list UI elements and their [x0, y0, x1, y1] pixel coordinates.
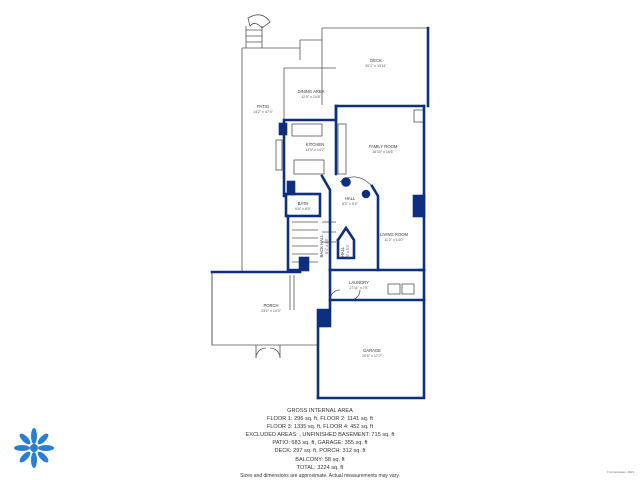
walls — [210, 26, 430, 400]
laundry-dims: 17'11" x 7'8" — [349, 286, 369, 290]
garage-label: GARAGE — [363, 348, 381, 353]
area-footnote: Sizes and dimensions are approximate. Ac… — [240, 472, 400, 479]
deck-label: DECK — [370, 58, 382, 63]
kitchen-dims: 14'0" x 14'2" — [305, 148, 325, 152]
area-line-balcony: BALCONY: 58 sq. ft — [295, 456, 345, 463]
thin-outlines — [211, 14, 429, 359]
back-hall-label: BACK HALL — [319, 234, 324, 258]
porch-label: PORCH — [263, 303, 278, 308]
area-title: GROSS INTERNAL AREA — [287, 408, 353, 414]
laundry-label: LAUNDRY — [349, 280, 369, 285]
living-room-label: LIVING ROOM — [380, 232, 408, 237]
room-labels: DECK 20'1" x 15'11" DINING AREA 12'9" x … — [253, 58, 408, 358]
garage-dims: 20'6" x 17'2" — [362, 354, 382, 358]
area-line-excluded: EXCLUDED AREAS: , UNFINISHED BASEMENT: 7… — [245, 432, 395, 439]
copyright-text: © Immoviewer, 2023 — [606, 470, 634, 474]
back-hall-dims: 8'4" x 3'5" — [325, 237, 329, 253]
area-line-floors-1-2: FLOOR 1: 296 sq. ft, FLOOR 2: 1141 sq. f… — [267, 416, 373, 423]
family-room-label: FAMILY ROOM — [369, 144, 398, 149]
bath-label: BATH — [298, 201, 309, 206]
area-line-deck-porch: DECK: 297 sq. ft, PORCH: 312 sq. ft — [274, 448, 366, 455]
hall-dims: 6'2" x 9'4" — [342, 202, 358, 206]
small-hall-label: HALL — [340, 246, 345, 257]
area-line-patio-garage: PATIO: 683 sq. ft, GARAGE: 355 sq. ft — [272, 440, 368, 447]
dining-label: DINING AREA — [298, 89, 325, 94]
bath-dims: 6'8" x 6'5" — [295, 207, 311, 211]
deck-dims: 20'1" x 15'11" — [365, 64, 387, 68]
family-room-dims: 16'10" x 16'6" — [372, 150, 394, 154]
area-line-total: TOTAL: 3224 sq. ft — [296, 464, 344, 471]
patio-dims: 14'2" x 47'4" — [253, 110, 273, 114]
area-line-floors-3-4: FLOOR 3: 1335 sq. ft, FLOOR 4: 452 sq. f… — [266, 424, 374, 431]
floor-plan: DECK 20'1" x 15'11" DINING AREA 12'9" x … — [210, 14, 430, 400]
snowflake-logo-icon — [14, 428, 54, 468]
area-summary: GROSS INTERNAL AREA FLOOR 1: 296 sq. ft,… — [200, 407, 440, 480]
hall-label: HALL — [345, 196, 356, 201]
living-room-dims: 11'3" x 14'0" — [384, 238, 404, 242]
patio-label: PATIO — [257, 104, 270, 109]
kitchen-label: KITCHEN — [306, 142, 324, 147]
small-hall-dims: 3'5" x 5'4" — [346, 243, 350, 259]
dining-dims: 12'9" x 10'8" — [301, 95, 321, 99]
porch-dims: 23'1" x 14'3" — [261, 309, 281, 313]
